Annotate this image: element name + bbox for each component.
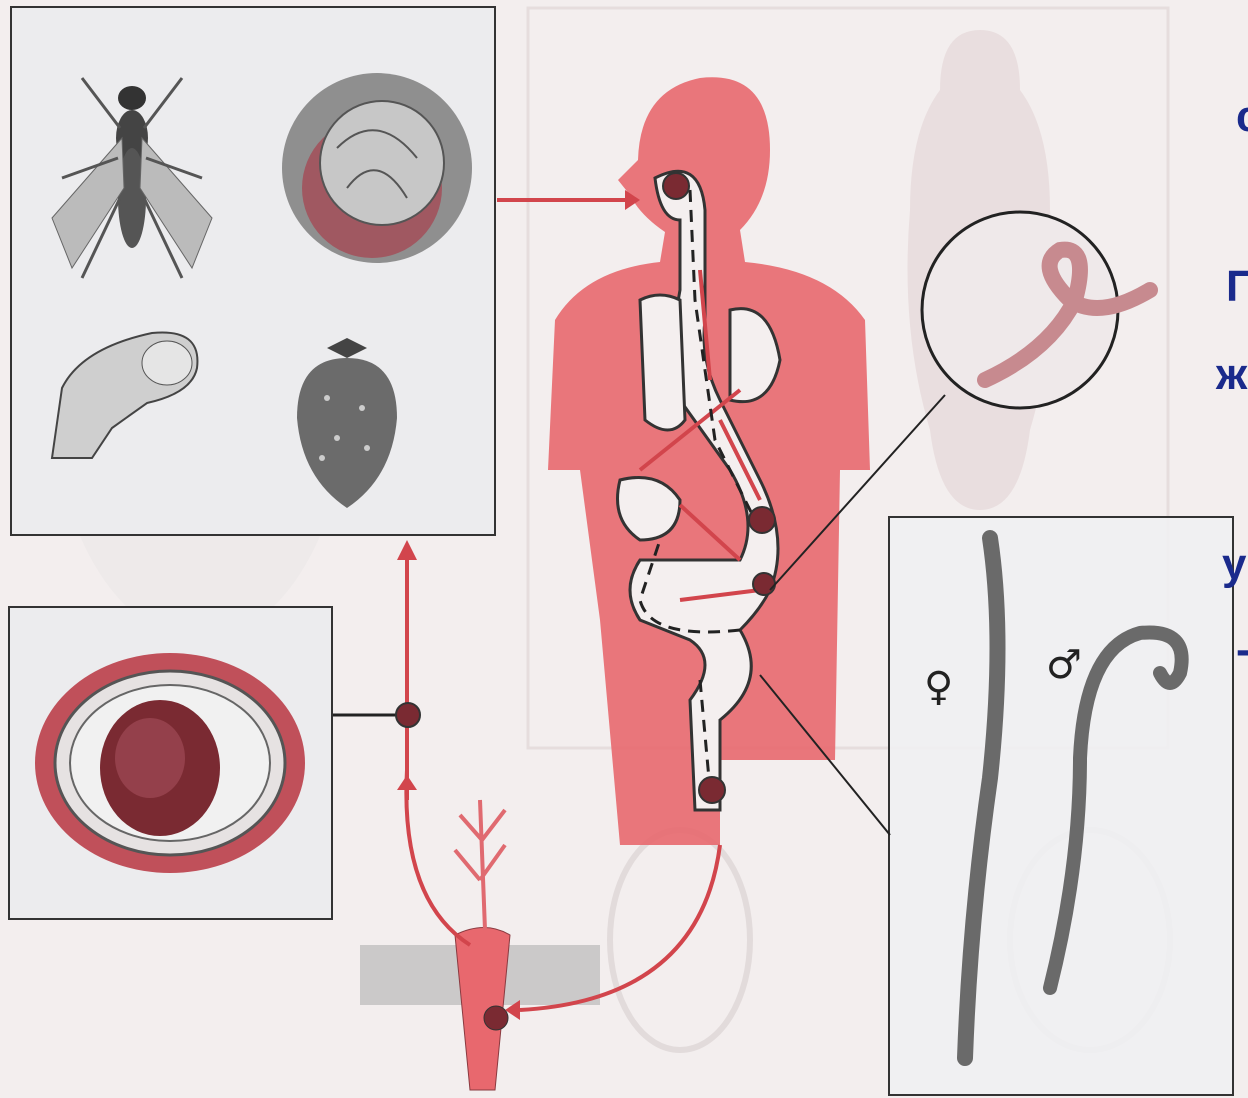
side-text-2: П [1226, 262, 1248, 312]
carrot-icon [360, 800, 600, 1090]
side-text-4: у [1222, 540, 1246, 590]
side-text-3: ж [1216, 350, 1247, 400]
side-text-5: - [1236, 625, 1248, 675]
side-text-1: с [1236, 92, 1248, 142]
